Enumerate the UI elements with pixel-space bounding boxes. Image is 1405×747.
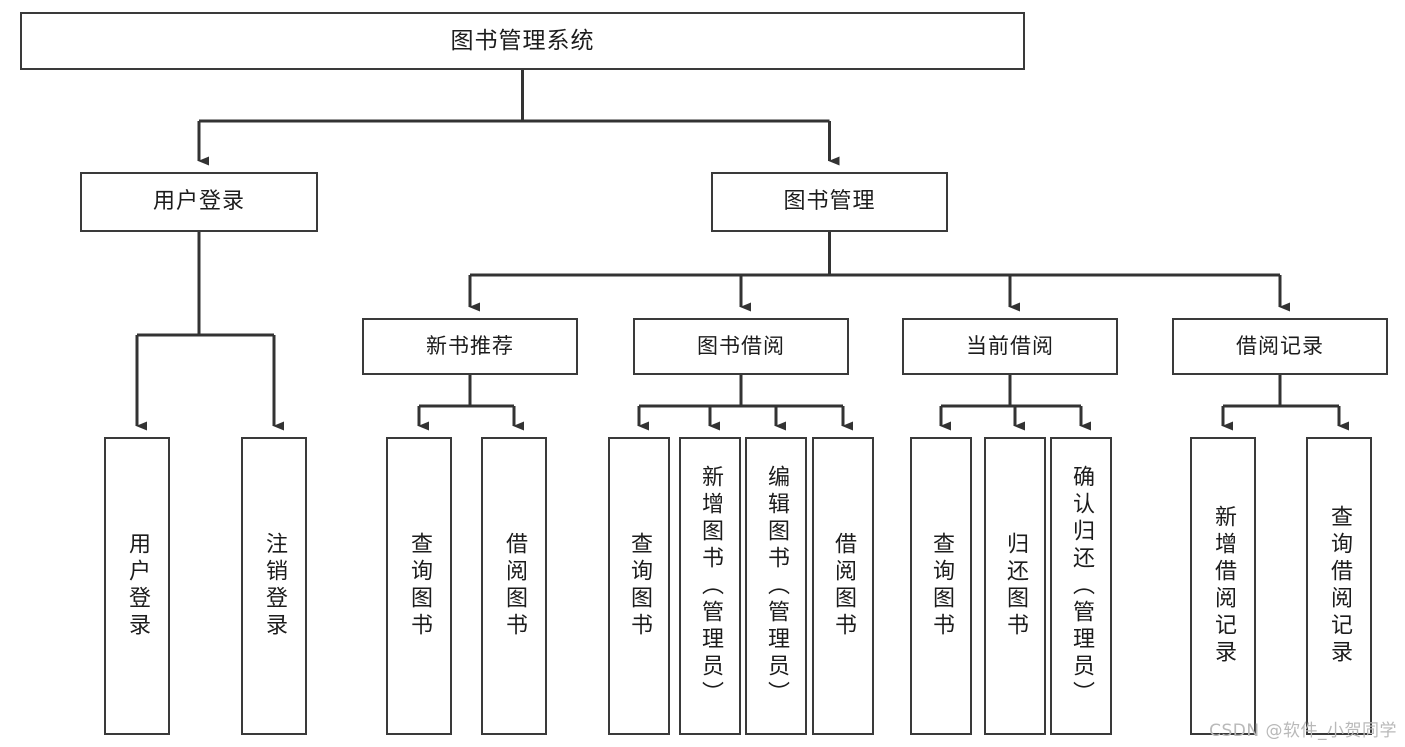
node-l13[interactable]: 查询借阅记录 [1306,437,1372,735]
node-label: 当前借阅 [966,334,1054,359]
node-l3[interactable]: 查询图书 [386,437,452,735]
node-l2[interactable]: 注销登录 [241,437,307,735]
node-l9[interactable]: 查询图书 [910,437,972,735]
node-label: 借阅图书 [831,532,856,640]
node-l5[interactable]: 查询图书 [608,437,670,735]
watermark-label: CSDN @软件_小贺同学 [1209,721,1397,741]
node-label: 新书推荐 [426,334,514,359]
node-records[interactable]: 借阅记录 [1172,318,1388,375]
node-label: 编辑图书（管理员） [764,464,789,708]
node-label: 图书管理 [783,189,876,215]
node-label: 用户登录 [152,189,245,215]
node-l1[interactable]: 用户登录 [104,437,170,735]
node-label: 注销登录 [262,532,287,640]
node-label: 查询图书 [929,532,954,640]
node-l12[interactable]: 新增借阅记录 [1190,437,1256,735]
node-label: 确认归还（管理员） [1069,464,1094,708]
node-label: 查询借阅记录 [1327,505,1352,667]
node-label: 用户登录 [125,532,150,640]
node-l7[interactable]: 编辑图书（管理员） [745,437,807,735]
node-label: 图书管理系统 [450,27,595,54]
node-label: 新增图书（管理员） [698,464,723,708]
node-label: 归还图书 [1003,532,1028,640]
node-l6[interactable]: 新增图书（管理员） [679,437,741,735]
node-borrow[interactable]: 图书借阅 [633,318,849,375]
node-root[interactable]: 图书管理系统 [20,12,1025,70]
node-login[interactable]: 用户登录 [80,172,318,232]
node-newbook[interactable]: 新书推荐 [362,318,578,375]
node-label: 查询图书 [627,532,652,640]
node-label: 图书借阅 [697,334,785,359]
node-l10[interactable]: 归还图书 [984,437,1046,735]
node-l4[interactable]: 借阅图书 [481,437,547,735]
node-label: 借阅图书 [502,532,527,640]
node-l8[interactable]: 借阅图书 [812,437,874,735]
node-label: 新增借阅记录 [1211,505,1236,667]
node-l11[interactable]: 确认归还（管理员） [1050,437,1112,735]
node-current[interactable]: 当前借阅 [902,318,1118,375]
node-label: 借阅记录 [1236,334,1324,359]
node-label: 查询图书 [407,532,432,640]
node-bookmgmt[interactable]: 图书管理 [711,172,948,232]
